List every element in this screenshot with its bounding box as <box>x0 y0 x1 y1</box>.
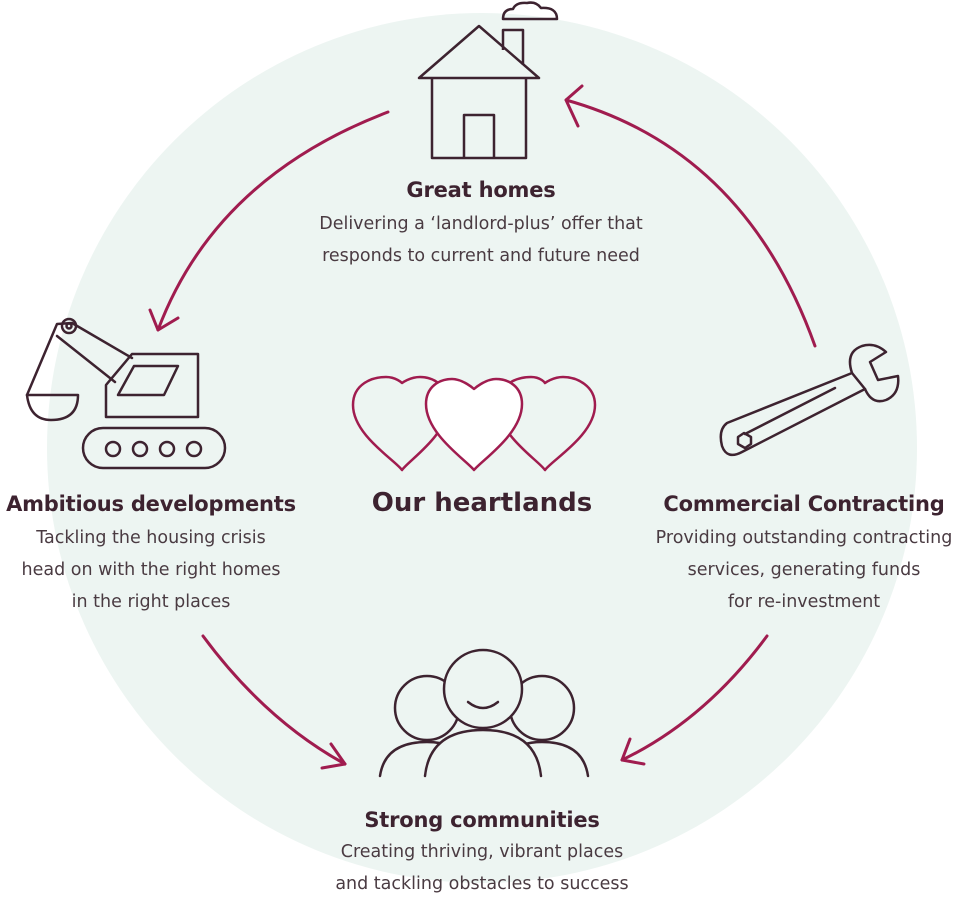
commercial-contracting-title: Commercial Contracting <box>663 492 945 516</box>
ambitious-developments-line-1: Tackling the housing crisis <box>36 528 266 548</box>
center-title: Our heartlands <box>371 488 593 518</box>
arrow-homes-to-developments <box>148 110 390 332</box>
node-strong-communities: Strong communities Creating thriving, vi… <box>282 806 682 900</box>
node-great-homes: Great homes Delivering a ‘landlord-plus’… <box>281 176 681 272</box>
strong-communities-line-1: Creating thriving, vibrant places <box>340 842 624 862</box>
ambitious-developments-line-3: in the right places <box>71 592 231 612</box>
great-homes-line-2: responds to current and future need <box>322 246 640 266</box>
strong-communities-line-2: and tackling obstacles to success <box>335 874 629 894</box>
ambitious-developments-line-2: head on with the right homes <box>21 560 281 580</box>
commercial-contracting-line-1: Providing outstanding contracting <box>655 528 953 548</box>
commercial-contracting-line-3: for re-investment <box>727 592 881 612</box>
people-group-icon <box>378 648 590 778</box>
heart-middle-icon <box>424 377 524 472</box>
ambitious-developments-title: Ambitious developments <box>6 492 296 516</box>
arrow-developments-to-communities <box>201 634 347 770</box>
arrow-contracting-to-homes <box>564 84 817 348</box>
great-homes-title: Great homes <box>406 178 556 202</box>
great-homes-line-1: Delivering a ‘landlord-plus’ offer that <box>319 214 643 234</box>
strong-communities-title: Strong communities <box>364 808 600 832</box>
house-icon <box>417 1 559 160</box>
commercial-contracting-line-2: services, generating funds <box>687 560 921 580</box>
node-commercial-contracting: Commercial Contracting Providing outstan… <box>644 490 964 618</box>
wrench-icon <box>719 343 900 457</box>
three-hearts-icon <box>351 375 597 472</box>
arrow-contracting-to-communities <box>620 634 769 766</box>
node-ambitious-developments: Ambitious developments Tackling the hous… <box>0 490 302 618</box>
excavator-icon <box>25 317 227 470</box>
